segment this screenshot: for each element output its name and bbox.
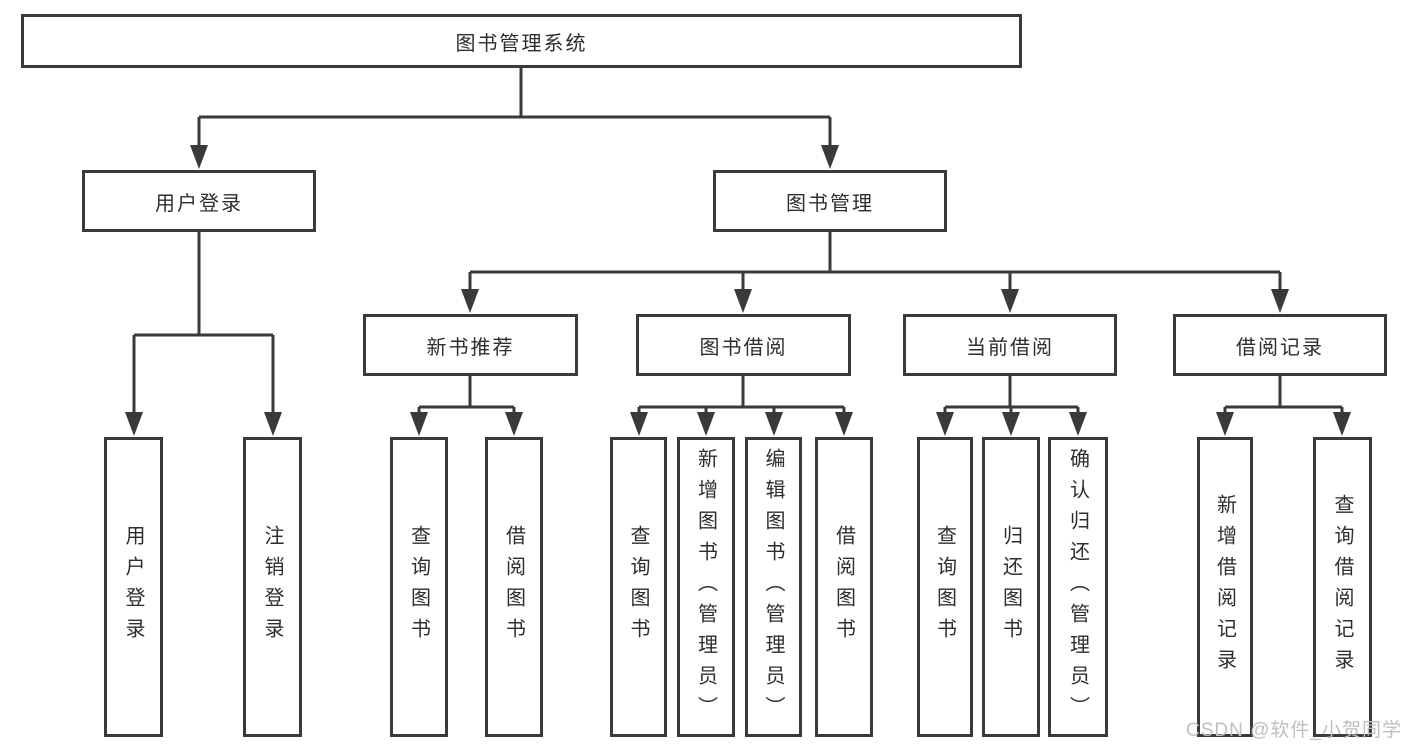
node-label: 查询图书	[933, 525, 956, 649]
node-label: 查询借阅记录	[1331, 494, 1353, 680]
leaf-query-books-3: 查询图书	[917, 437, 973, 737]
arrowhead-icon	[461, 289, 479, 313]
node-book-borrow: 图书借阅	[636, 314, 851, 376]
leaf-add-books-admin: 新增图书（管理员）	[677, 437, 735, 737]
node-label: 图书管理系统	[455, 32, 588, 55]
node-label: 借阅图书	[502, 525, 525, 649]
csdn-watermark: CSDN @软件_小贺同学	[1186, 720, 1402, 741]
node-label: 用户登录	[155, 192, 243, 215]
leaf-borrow-books-1: 借阅图书	[485, 437, 543, 737]
arrowhead-icon	[1002, 412, 1020, 436]
leaf-confirm-return-admin: 确认归还（管理员）	[1048, 437, 1108, 737]
node-new-book-recommend: 新书推荐	[363, 314, 578, 376]
arrowhead-icon	[505, 412, 523, 436]
node-current-borrow: 当前借阅	[903, 314, 1117, 376]
leaf-logout: 注销登录	[243, 437, 302, 737]
node-label: 新书推荐	[426, 336, 515, 359]
arrowhead-icon	[1001, 289, 1019, 313]
arrowhead-icon	[1216, 412, 1234, 436]
node-label: 新增借阅记录	[1213, 494, 1236, 680]
node-label: 图书借阅	[699, 336, 788, 359]
node-label: 借阅图书	[832, 525, 855, 649]
node-label: 注销登录	[261, 525, 283, 649]
arrowhead-icon	[765, 412, 783, 436]
leaf-add-borrow-record: 新增借阅记录	[1197, 437, 1253, 737]
node-label: 图书管理	[786, 192, 874, 215]
node-label: 当前借阅	[966, 336, 1054, 359]
leaf-return-books: 归还图书	[982, 437, 1040, 737]
arrowhead-icon	[936, 412, 954, 436]
node-label: 新增图书（管理员）	[694, 447, 717, 727]
arrowhead-icon	[264, 412, 282, 436]
node-label: 查询图书	[627, 525, 649, 649]
leaf-query-books-2: 查询图书	[610, 437, 667, 737]
arrowhead-icon	[190, 145, 208, 169]
node-borrow-record: 借阅记录	[1173, 314, 1387, 376]
node-root-system: 图书管理系统	[21, 14, 1022, 68]
arrowhead-icon	[1271, 289, 1289, 313]
arrowhead-icon	[835, 412, 853, 436]
node-label: 借阅记录	[1236, 336, 1324, 359]
arrowhead-icon	[1333, 412, 1351, 436]
node-label: 归还图书	[999, 525, 1022, 649]
node-label: 用户登录	[122, 525, 144, 649]
node-label: 确认归还（管理员）	[1066, 447, 1089, 727]
leaf-user-login: 用户登录	[104, 437, 163, 737]
leaf-borrow-books-2: 借阅图书	[815, 437, 873, 737]
arrowhead-icon	[697, 412, 715, 436]
arrowhead-icon	[630, 412, 648, 436]
node-user-login: 用户登录	[82, 170, 316, 232]
arrowhead-icon	[410, 412, 428, 436]
arrowhead-icon	[1069, 412, 1087, 436]
leaf-edit-books-admin: 编辑图书（管理员）	[745, 437, 802, 737]
arrowhead-icon	[734, 289, 752, 313]
node-label: 编辑图书（管理员）	[762, 447, 784, 727]
node-label: 查询图书	[407, 525, 430, 649]
leaf-query-books-1: 查询图书	[390, 437, 448, 737]
leaf-query-borrow-record: 查询借阅记录	[1313, 437, 1372, 737]
arrowhead-icon	[125, 412, 143, 436]
node-book-management: 图书管理	[713, 170, 947, 232]
arrowhead-icon	[821, 145, 839, 169]
